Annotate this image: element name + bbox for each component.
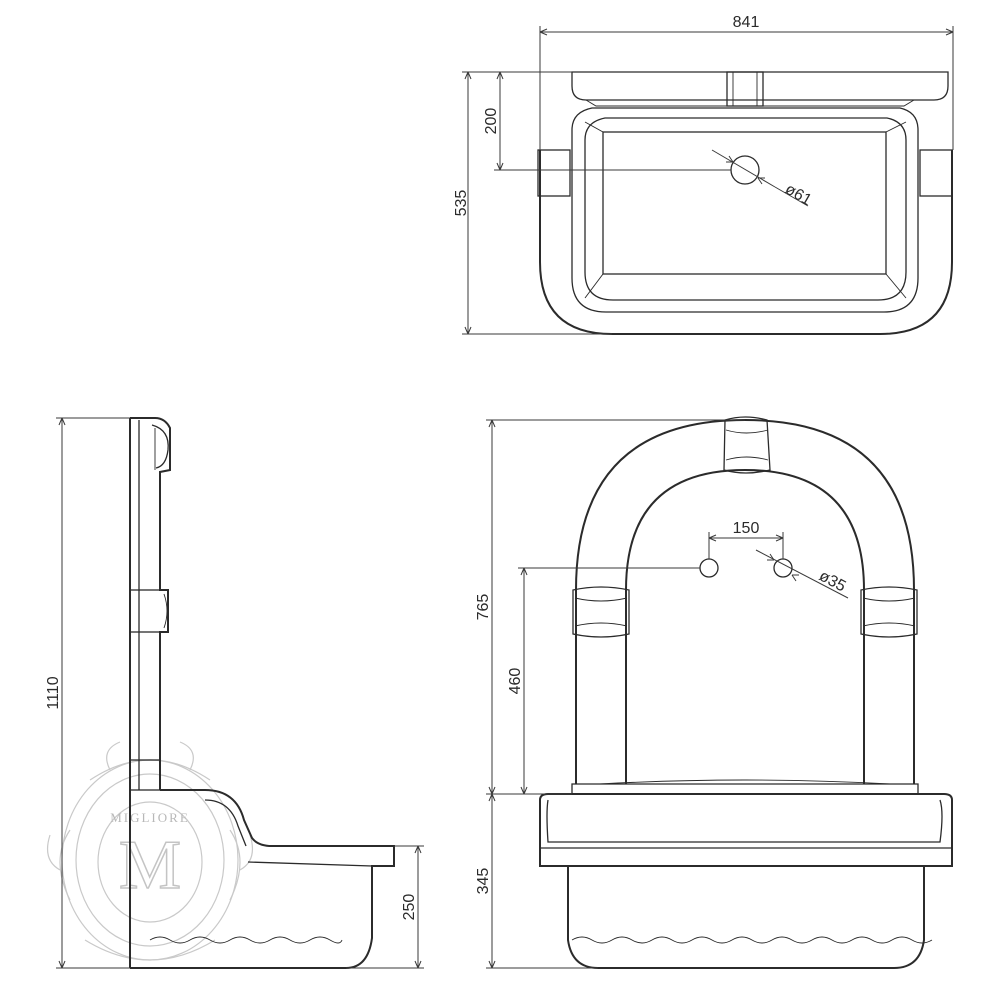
front-view-basin-body <box>567 866 925 969</box>
top-view-back-rail <box>571 71 949 101</box>
side-view-collar <box>129 589 169 633</box>
dim-drain-diameter-label: ø61 <box>782 181 814 210</box>
front-view-backsplash-base <box>571 783 919 795</box>
side-view-top-cap <box>151 424 169 469</box>
dim-drain-offset-label: 200 <box>483 108 500 135</box>
dim-side-basin-height-250: 250 <box>346 845 424 969</box>
front-view: 765 460 150 ø35 345 <box>475 416 953 969</box>
front-view-basin-rim <box>539 793 953 867</box>
dim-side-basin-height-label: 250 <box>401 894 418 921</box>
watermark-monogram: M <box>119 827 181 904</box>
top-view-bowl-floor <box>602 131 887 275</box>
dim-front-basin-height-label: 345 <box>475 868 492 895</box>
dim-width-841: 841 <box>539 14 954 150</box>
watermark-brand: MIGLIORE <box>110 810 190 825</box>
dim-width-label: 841 <box>733 14 760 31</box>
front-view-arch-inner <box>625 468 865 784</box>
dim-drain-offset-200: 200 <box>483 71 731 171</box>
top-view-left-lug <box>537 149 571 197</box>
top-view: 841 535 200 ø61 <box>453 14 954 335</box>
dim-total-height-1110: 1110 <box>45 417 130 969</box>
dim-tap-spacing-150: 150 <box>708 520 784 559</box>
dim-tap-hole-diameter: ø35 <box>755 549 849 599</box>
top-view-outer-outline <box>539 150 953 335</box>
front-view-tap-hole-left <box>699 558 719 578</box>
front-view-tap-hole-right <box>773 558 793 578</box>
front-view-top-collar <box>723 416 771 474</box>
dim-total-height-label: 1110 <box>45 676 62 709</box>
dim-depth-label: 535 <box>453 190 470 217</box>
dim-backsplash-height-765: 765 <box>475 419 745 795</box>
top-view-right-lug <box>919 149 953 197</box>
dim-tap-height-460: 460 <box>507 567 700 795</box>
side-view-back-panel <box>130 417 171 790</box>
top-view-bowl-inner <box>584 117 907 301</box>
front-view-right-collar <box>860 586 918 638</box>
top-view-backsplash-stub <box>726 71 764 107</box>
side-view-basin-profile <box>130 789 395 969</box>
dim-depth-535: 535 <box>453 71 612 335</box>
side-view-basin-base-scallop <box>149 936 343 944</box>
dim-front-basin-height-345: 345 <box>475 793 598 969</box>
side-view: 1110 250 <box>45 417 424 969</box>
dim-backsplash-height-label: 765 <box>475 594 492 621</box>
dim-drain-diameter: ø61 <box>711 149 814 210</box>
watermark-seal: M MIGLIORE <box>47 741 253 961</box>
side-view-lower-collar <box>129 759 161 791</box>
dim-tap-height-label: 460 <box>507 668 524 695</box>
top-view-bowl-rim <box>571 107 919 313</box>
top-view-drain-hole <box>730 155 760 185</box>
dim-tap-spacing-label: 150 <box>733 520 760 537</box>
dim-tap-hole-diameter-label: ø35 <box>816 568 848 596</box>
front-view-basin-base-scallop <box>571 936 933 944</box>
front-view-left-collar <box>572 586 630 638</box>
